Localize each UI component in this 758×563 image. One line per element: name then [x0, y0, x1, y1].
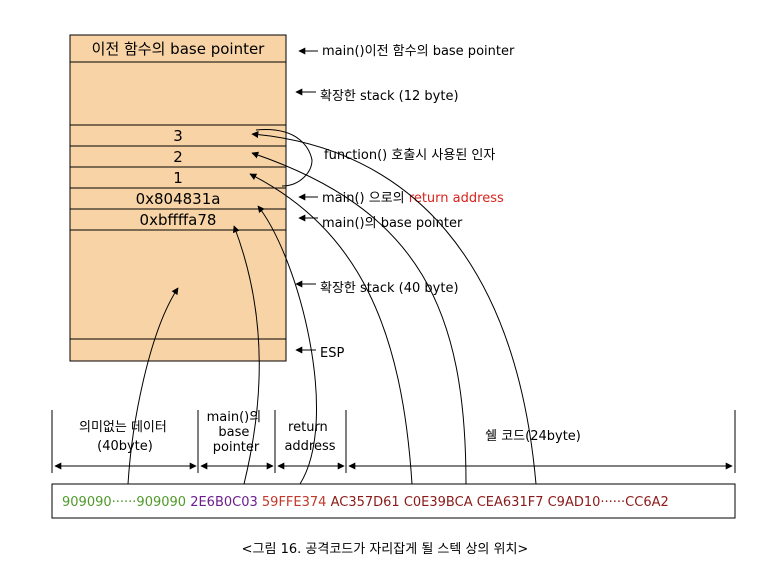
- arrow-garbage-to-stack: [127, 287, 179, 485]
- label-return-address: main() 으로의 return address: [322, 191, 504, 206]
- seg-shellcode-label: 쉘 코드(24byte): [485, 429, 581, 444]
- arrow-ret-to-return-address: [257, 205, 317, 485]
- payload-layout: 의미없는 데이터 (40byte) main()의 base pointer r…: [51, 410, 736, 519]
- label-esp: ESP: [320, 346, 344, 361]
- label-expand-12: 확장한 stack (12 byte): [320, 89, 459, 104]
- hex-shellcode: AC357D61 C0E39BCA CEA631F7 C9AD10······C…: [331, 495, 669, 510]
- payload-box: [51, 483, 736, 519]
- mapping-arrows: [127, 129, 537, 485]
- label-expand-40: 확장한 stack (40 byte): [320, 281, 459, 296]
- arrow-shell-to-arg3: [251, 131, 537, 485]
- hex-base-pointer: 2E6B0C03: [190, 495, 258, 510]
- arg-1-cell: 1: [173, 169, 183, 187]
- hex-garbage: 909090······909090: [62, 495, 186, 510]
- saved-base-pointer-cell: 0xbffffa78: [140, 211, 217, 229]
- bracket-function-args: [255, 129, 313, 187]
- prev-base-pointer-cell: 이전 함수의 base pointer: [92, 40, 266, 58]
- hex-row: 909090······909090 2E6B0C03 59FFE374 AC3…: [62, 495, 669, 510]
- stack-background: [69, 34, 287, 362]
- seg-base-pointer-label: main()의 base pointer: [207, 410, 266, 455]
- label-function-args: function() 호출시 사용된 인자: [324, 148, 495, 163]
- return-address-cell: 0x804831a: [136, 190, 221, 208]
- figure-caption: <그림 16. 공격코드가 자리잡게 될 스텍 상의 위치>: [242, 542, 529, 557]
- arrow-shell-to-arg1: [249, 173, 413, 485]
- label-main-bp: main()의 base pointer: [322, 216, 463, 231]
- seg-garbage-label: 의미없는 데이터 (40byte): [79, 420, 171, 454]
- annotations: main()이전 함수의 base pointer 확장한 stack (12 …: [295, 44, 515, 361]
- label-main-prev-bp: main()이전 함수의 base pointer: [322, 44, 515, 59]
- arrow-baseptr-to-saved-bp: [232, 225, 260, 485]
- hex-return-address: 59FFE374: [262, 495, 327, 510]
- stack-block: 이전 함수의 base pointer 3 2 1 0x804831a 0xbf…: [69, 34, 287, 362]
- arg-3-cell: 3: [173, 127, 183, 145]
- arrow-shell-to-arg2: [251, 151, 467, 485]
- arg-2-cell: 2: [173, 148, 183, 166]
- seg-return-address-label: return address: [284, 420, 335, 454]
